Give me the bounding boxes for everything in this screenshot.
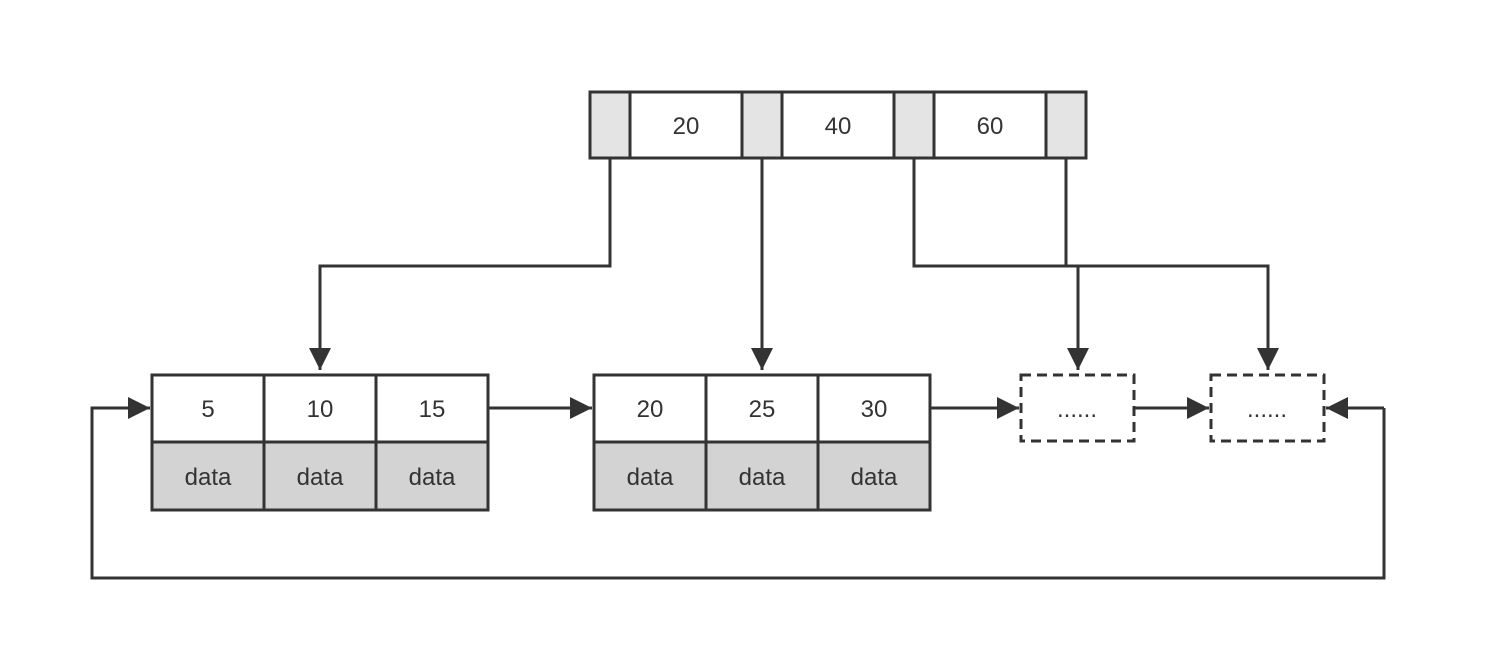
leaf-2-key-cell-1	[592, 373, 708, 444]
leaf-2-key-1: 20	[637, 396, 664, 423]
leaf-1-data-2: data	[297, 464, 344, 491]
loop-line	[90, 397, 1386, 580]
root-key-cell-1	[628, 90, 744, 160]
leaf-2-key-2: 25	[749, 396, 776, 423]
root-pointer-4	[1044, 90, 1088, 160]
placeholder-node-1: ......	[1019, 373, 1136, 443]
leaf-1-key-1: 5	[201, 396, 214, 423]
root-key-cell-2	[780, 90, 896, 160]
root-pointer-3	[892, 90, 936, 160]
placeholder-1-label: ......	[1057, 396, 1097, 423]
root-pointer-2	[740, 90, 784, 160]
leaf-2-key-3: 30	[861, 396, 888, 423]
leaf-2-data-cell-2	[704, 440, 820, 512]
root-key-3: 60	[977, 113, 1004, 140]
connector-to-placeholder-2	[1064, 158, 1279, 370]
leaf-2-data-cell-1	[592, 440, 708, 512]
leaf-1-data-3: data	[409, 464, 456, 491]
placeholder-node-2: ......	[1209, 373, 1326, 443]
leaf-2-key-cell-2	[704, 373, 820, 444]
leaf-1-key-2: 10	[307, 396, 334, 423]
leaf-2-data-1: data	[627, 464, 674, 491]
placeholder-1-box	[1019, 373, 1136, 443]
leaf-1-key-3: 15	[419, 396, 446, 423]
root-pointer-1	[588, 90, 632, 160]
root-child-connectors	[309, 158, 1279, 370]
leaf-2-data-cell-3	[816, 440, 932, 512]
root-key-2: 40	[825, 113, 852, 140]
placeholder-2-box	[1209, 373, 1326, 443]
connector-to-placeholder-1	[912, 158, 1089, 370]
leaf-node-2: 20 25 30 data data data	[592, 373, 932, 512]
leaf-node-1: 5 10 15 data data data	[150, 373, 490, 512]
root-key-1: 20	[673, 113, 700, 140]
root-key-cell-3	[932, 90, 1048, 160]
leaf-2-data-2: data	[739, 464, 786, 491]
leaf-2-data-3: data	[851, 464, 898, 491]
connector-to-leaf-1	[309, 158, 612, 370]
circular-loop-link	[90, 397, 1386, 580]
leaf-1-data-cell-3	[374, 440, 490, 512]
root-node: 20 40 60	[588, 90, 1088, 160]
placeholder-2-label: ......	[1247, 396, 1287, 423]
leaf-1-data-1: data	[185, 464, 232, 491]
